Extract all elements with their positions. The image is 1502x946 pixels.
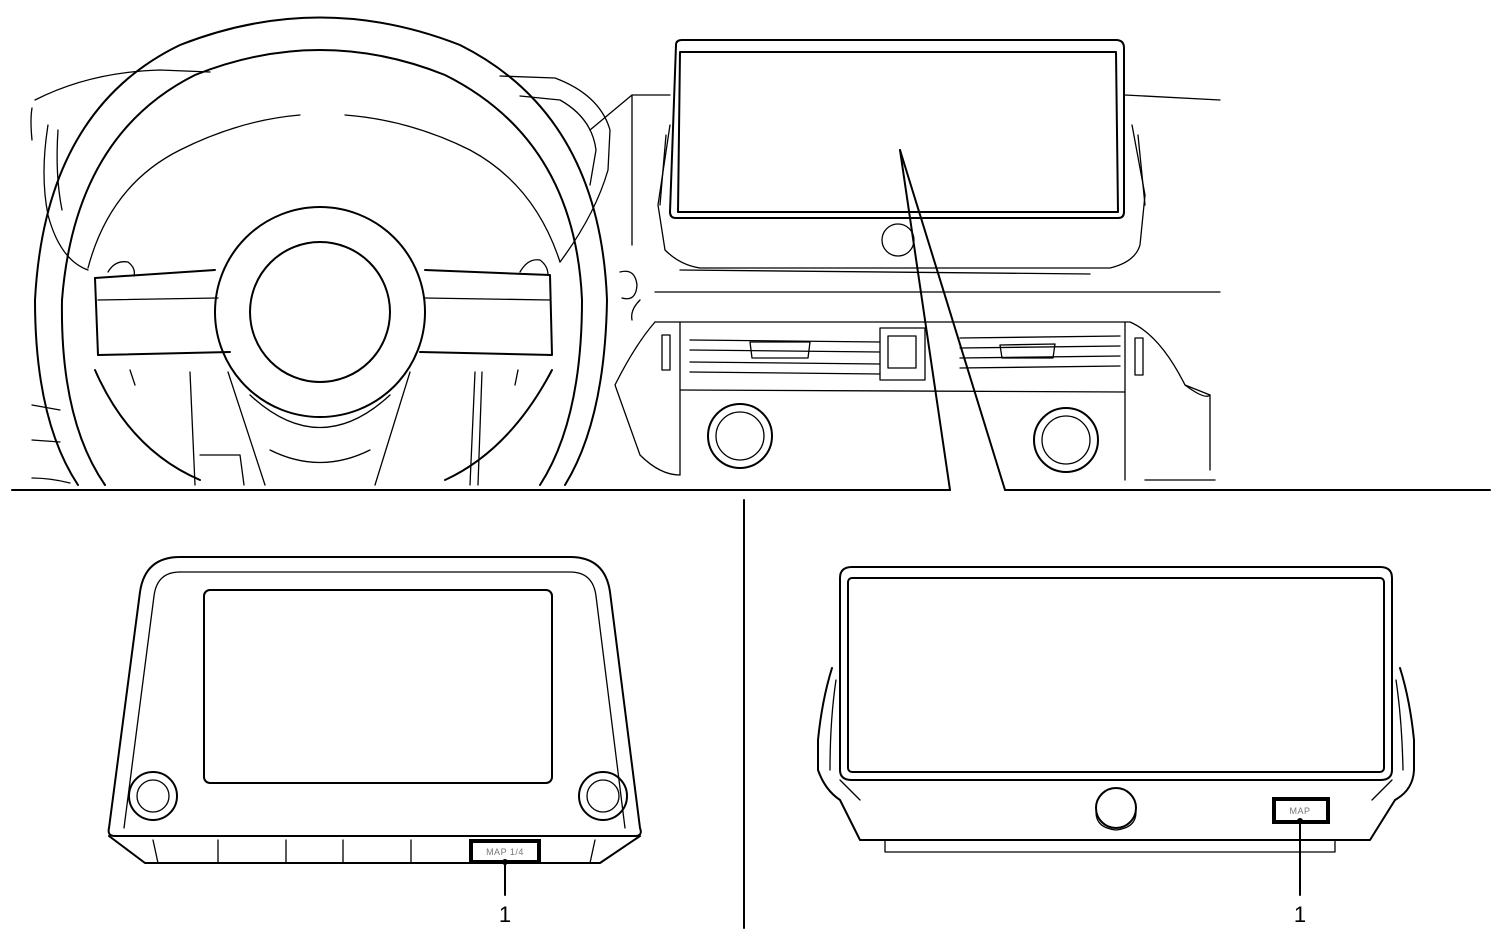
tune-knob-a (578, 771, 628, 821)
volume-knob-b (1095, 787, 1137, 831)
callout-number-a: 1 (499, 902, 511, 927)
map-button-b-label: MAP (1289, 806, 1310, 816)
audio-unit-type-a: MAP 1/4 1 (107, 556, 642, 927)
dashboard-overview (11, 16, 1491, 929)
left-side-vents (31, 404, 71, 484)
callout-leader-a (502, 859, 508, 896)
horn-pad (214, 206, 426, 418)
display-screen-a (203, 589, 553, 784)
center-display-dash (657, 39, 1146, 275)
climate-knobs-dash (707, 403, 1099, 473)
zoom-wedge (899, 149, 1006, 491)
passenger-dash-contour (1144, 384, 1216, 481)
steering-wheel (34, 16, 608, 486)
center-vents-panel (614, 321, 1211, 481)
callout-number-b: 1 (1294, 902, 1306, 927)
ignition-knob (619, 270, 638, 300)
audio-unit-type-b: MAP 1 (817, 566, 1415, 927)
callout-leader-b (1297, 818, 1303, 896)
display-screen-b (847, 577, 1385, 773)
dashboard-upper-panel (30, 69, 1221, 321)
volume-knob-a (128, 771, 178, 821)
map-button-a-label: MAP 1/4 (486, 847, 524, 857)
